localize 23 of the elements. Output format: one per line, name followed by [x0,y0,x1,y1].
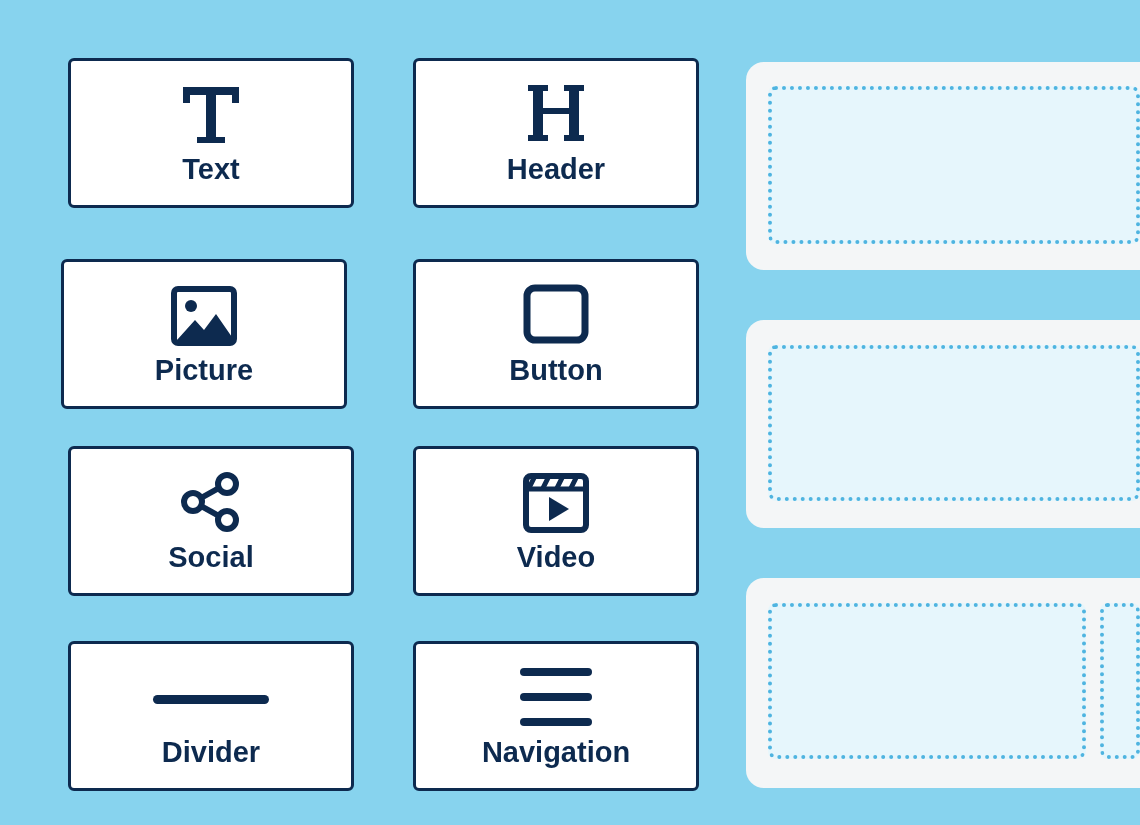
element-tile [413,259,699,409]
element-tile [68,446,354,596]
drop-zone [1100,603,1140,759]
drop-zone [768,603,1086,759]
tile-label: Social [168,541,254,574]
tile-label: Video [516,541,596,574]
element-tile [68,641,354,791]
template-panel [746,320,1140,528]
element-tile [413,641,699,791]
element-tile [413,58,699,208]
tile-label: Picture [154,354,254,387]
drop-zone [768,86,1140,244]
tile-label: Navigation [481,736,631,769]
tile-label: Text [182,153,240,186]
drop-zone [768,345,1140,501]
element-tile [68,58,354,208]
element-tile [413,446,699,596]
tile-label: Button [509,354,603,387]
element-tile [61,259,347,409]
template-panel [746,62,1140,270]
tile-label: Header [506,153,606,186]
template-panel [746,578,1140,788]
tile-label: Divider [161,736,261,769]
